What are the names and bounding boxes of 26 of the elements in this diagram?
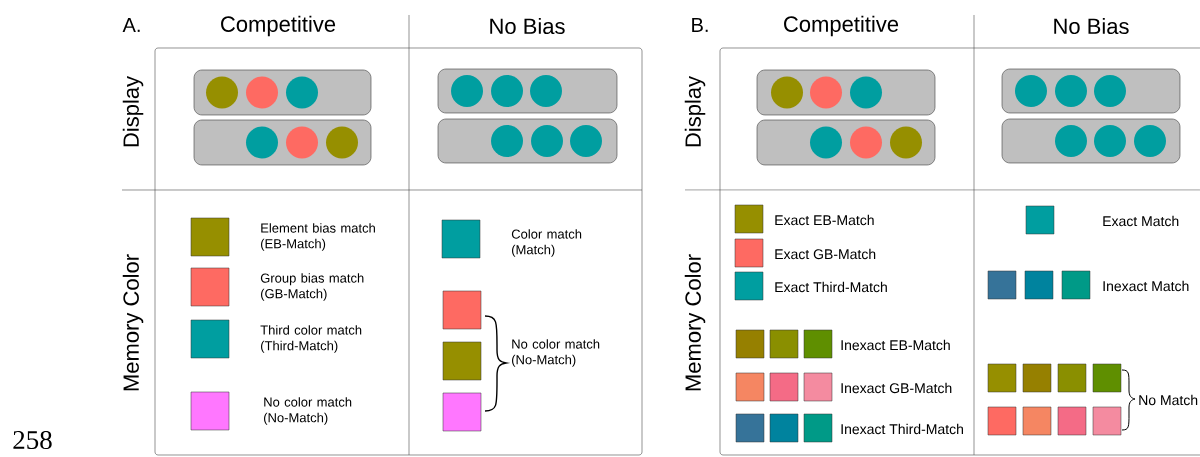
column-heading: No Bias bbox=[490, 17, 565, 35]
column-heading: No Bias bbox=[1054, 17, 1129, 35]
swatch-label: Exact EB-Match bbox=[775, 214, 874, 226]
swatch-label: No Match bbox=[1139, 394, 1198, 406]
row-heading: Display bbox=[122, 76, 144, 147]
swatch-label: Exact GB-Match bbox=[775, 248, 876, 260]
swatch-label: Exact Third-Match bbox=[775, 281, 887, 293]
swatch-label: Color match (Match) bbox=[511, 229, 582, 257]
row-heading: Memory Color bbox=[122, 254, 144, 391]
row-heading: Display bbox=[684, 76, 706, 147]
swatch-label: Exact Match bbox=[1103, 215, 1179, 227]
panel-letter: B. bbox=[692, 18, 708, 32]
swatch-label: No color match (No-Match) bbox=[264, 397, 352, 425]
swatch-label: Third color match (Third-Match) bbox=[260, 325, 362, 353]
swatch-label: Inexact EB-Match bbox=[841, 339, 950, 351]
swatch-label: Inexact GB-Match bbox=[841, 382, 952, 394]
column-heading: Competitive bbox=[784, 15, 899, 37]
panel-letter: A. bbox=[122, 18, 140, 32]
swatch-label: No color match (No-Match) bbox=[512, 339, 600, 367]
swatch-label: Inexact Third-Match bbox=[841, 423, 963, 435]
page-number: 258 bbox=[13, 430, 52, 450]
swatch-label: Element bias match (EB-Match) bbox=[261, 223, 375, 251]
column-heading: Competitive bbox=[221, 15, 336, 37]
swatch-label: Group bias match (GB-Match) bbox=[260, 273, 364, 301]
swatch-label: Inexact Match bbox=[1103, 280, 1189, 292]
row-heading: Memory Color bbox=[684, 254, 706, 391]
